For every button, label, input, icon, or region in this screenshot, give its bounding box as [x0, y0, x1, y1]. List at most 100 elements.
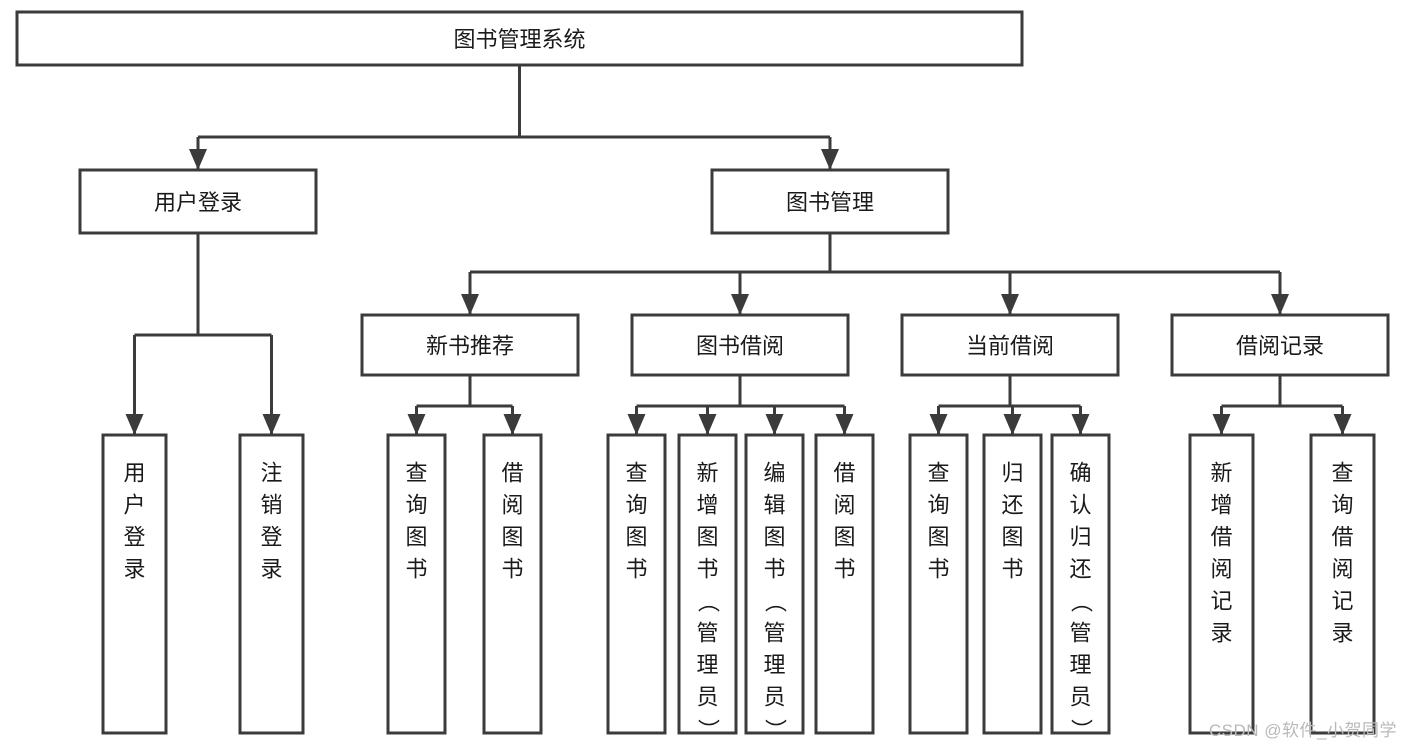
node-label-char: 书 [405, 557, 427, 582]
arrow-head-icon [262, 414, 281, 435]
node-box [1170, 313, 1390, 377]
node-label-char: 登 [260, 525, 282, 550]
node-l3-book-borrow[interactable]: 图书借阅 [630, 313, 850, 377]
node-label-char: 借 [1210, 525, 1232, 550]
arrow-head-icon [929, 414, 948, 435]
node-label-char: （ [763, 591, 788, 613]
node-label-char: 阅 [501, 493, 523, 518]
node-box [814, 433, 875, 735]
node-label-char: 用 [123, 461, 145, 486]
arrow-head-icon [1001, 294, 1019, 315]
node-label-char: 图 [625, 525, 647, 550]
node-box [1188, 433, 1255, 735]
node-label-char: 理 [696, 653, 718, 678]
arrow-head-icon [698, 414, 717, 435]
node-box [677, 433, 738, 735]
node-label-char: 员 [1069, 685, 1091, 710]
node-label: 当前借阅 [966, 334, 1054, 359]
node-box [982, 433, 1043, 735]
arrow-head-icon [1071, 414, 1090, 435]
node-label: 用户登录 [154, 190, 242, 215]
node-label-char: 询 [625, 493, 647, 518]
node-label-char: 图 [405, 525, 427, 550]
node-l3-current-borrow[interactable]: 当前借阅 [900, 313, 1120, 377]
node-label-char: （ [1069, 591, 1094, 613]
node-box [238, 433, 305, 735]
node-label-char: （ [696, 591, 721, 613]
node-label-char: 理 [1069, 653, 1091, 678]
node-label-char: 借 [501, 461, 523, 486]
node-label-char: 理 [763, 653, 785, 678]
arrow-head-icon [1333, 414, 1352, 435]
node-label-char: 阅 [1331, 557, 1353, 582]
arrow-head-icon [765, 414, 784, 435]
arrow-head-icon [407, 414, 426, 435]
node-l2-user-login[interactable]: 用户登录 [78, 168, 318, 235]
node-label-char: 登 [123, 525, 145, 550]
connectors-layer [125, 65, 1352, 435]
node-box [630, 313, 850, 377]
node-label-char: 管 [696, 621, 718, 646]
node-label-char: 录 [1331, 621, 1353, 646]
node-box [908, 433, 969, 735]
node-label-char: 图 [696, 525, 718, 550]
node-label: 图书管理系统 [453, 27, 585, 52]
node-label-char: ） [1069, 719, 1094, 741]
node-l3-borrow-record[interactable]: 借阅记录 [1170, 313, 1390, 377]
node-label-char: 录 [1210, 621, 1232, 646]
node-label-char: 询 [927, 493, 949, 518]
node-box [900, 313, 1120, 377]
arrow-head-icon [835, 414, 854, 435]
arrow-head-icon [731, 294, 749, 315]
node-label-char: 确 [1069, 461, 1091, 486]
node-label-char: 新 [696, 461, 718, 486]
node-label-char: 管 [763, 621, 785, 646]
node-label: 借阅记录 [1236, 334, 1324, 359]
node-box [101, 433, 168, 735]
node-label-char: 新 [1210, 461, 1232, 486]
node-l2-book-mgmt[interactable]: 图书管理 [710, 168, 950, 235]
node-label: 图书管理 [786, 190, 874, 215]
node-label-char: 还 [1001, 493, 1023, 518]
node-label: 图书借阅 [696, 334, 784, 359]
node-label-char: 书 [833, 557, 855, 582]
arrow-head-icon [821, 149, 839, 170]
node-label-char: 图 [833, 525, 855, 550]
node-label-char: 阅 [1210, 557, 1232, 582]
node-root[interactable]: 图书管理系统 [15, 10, 1024, 67]
node-label-char: 记 [1210, 589, 1232, 614]
node-label-char: 录 [260, 557, 282, 582]
node-box [15, 10, 1024, 67]
node-label-char: 书 [501, 557, 523, 582]
node-label-char: 借 [1331, 525, 1353, 550]
node-box [360, 313, 580, 377]
node-label-char: 书 [763, 557, 785, 582]
node-label-char: ） [696, 719, 721, 741]
node-label-char: 书 [625, 557, 647, 582]
node-l3-new-book-rec[interactable]: 新书推荐 [360, 313, 580, 377]
node-label-char: 询 [405, 493, 427, 518]
node-label-char: 辑 [763, 493, 785, 518]
node-label-char: 图 [501, 525, 523, 550]
node-label-char: 书 [696, 557, 718, 582]
arrow-head-icon [1271, 294, 1289, 315]
node-box [1309, 433, 1376, 735]
node-label-char: 查 [405, 461, 427, 486]
node-label-char: 员 [696, 685, 718, 710]
node-label-char: 阅 [833, 493, 855, 518]
node-leaf-user-login[interactable]: 用户登录 [101, 433, 168, 735]
node-label-char: 询 [1331, 493, 1353, 518]
node-label-char: 管 [1069, 621, 1091, 646]
